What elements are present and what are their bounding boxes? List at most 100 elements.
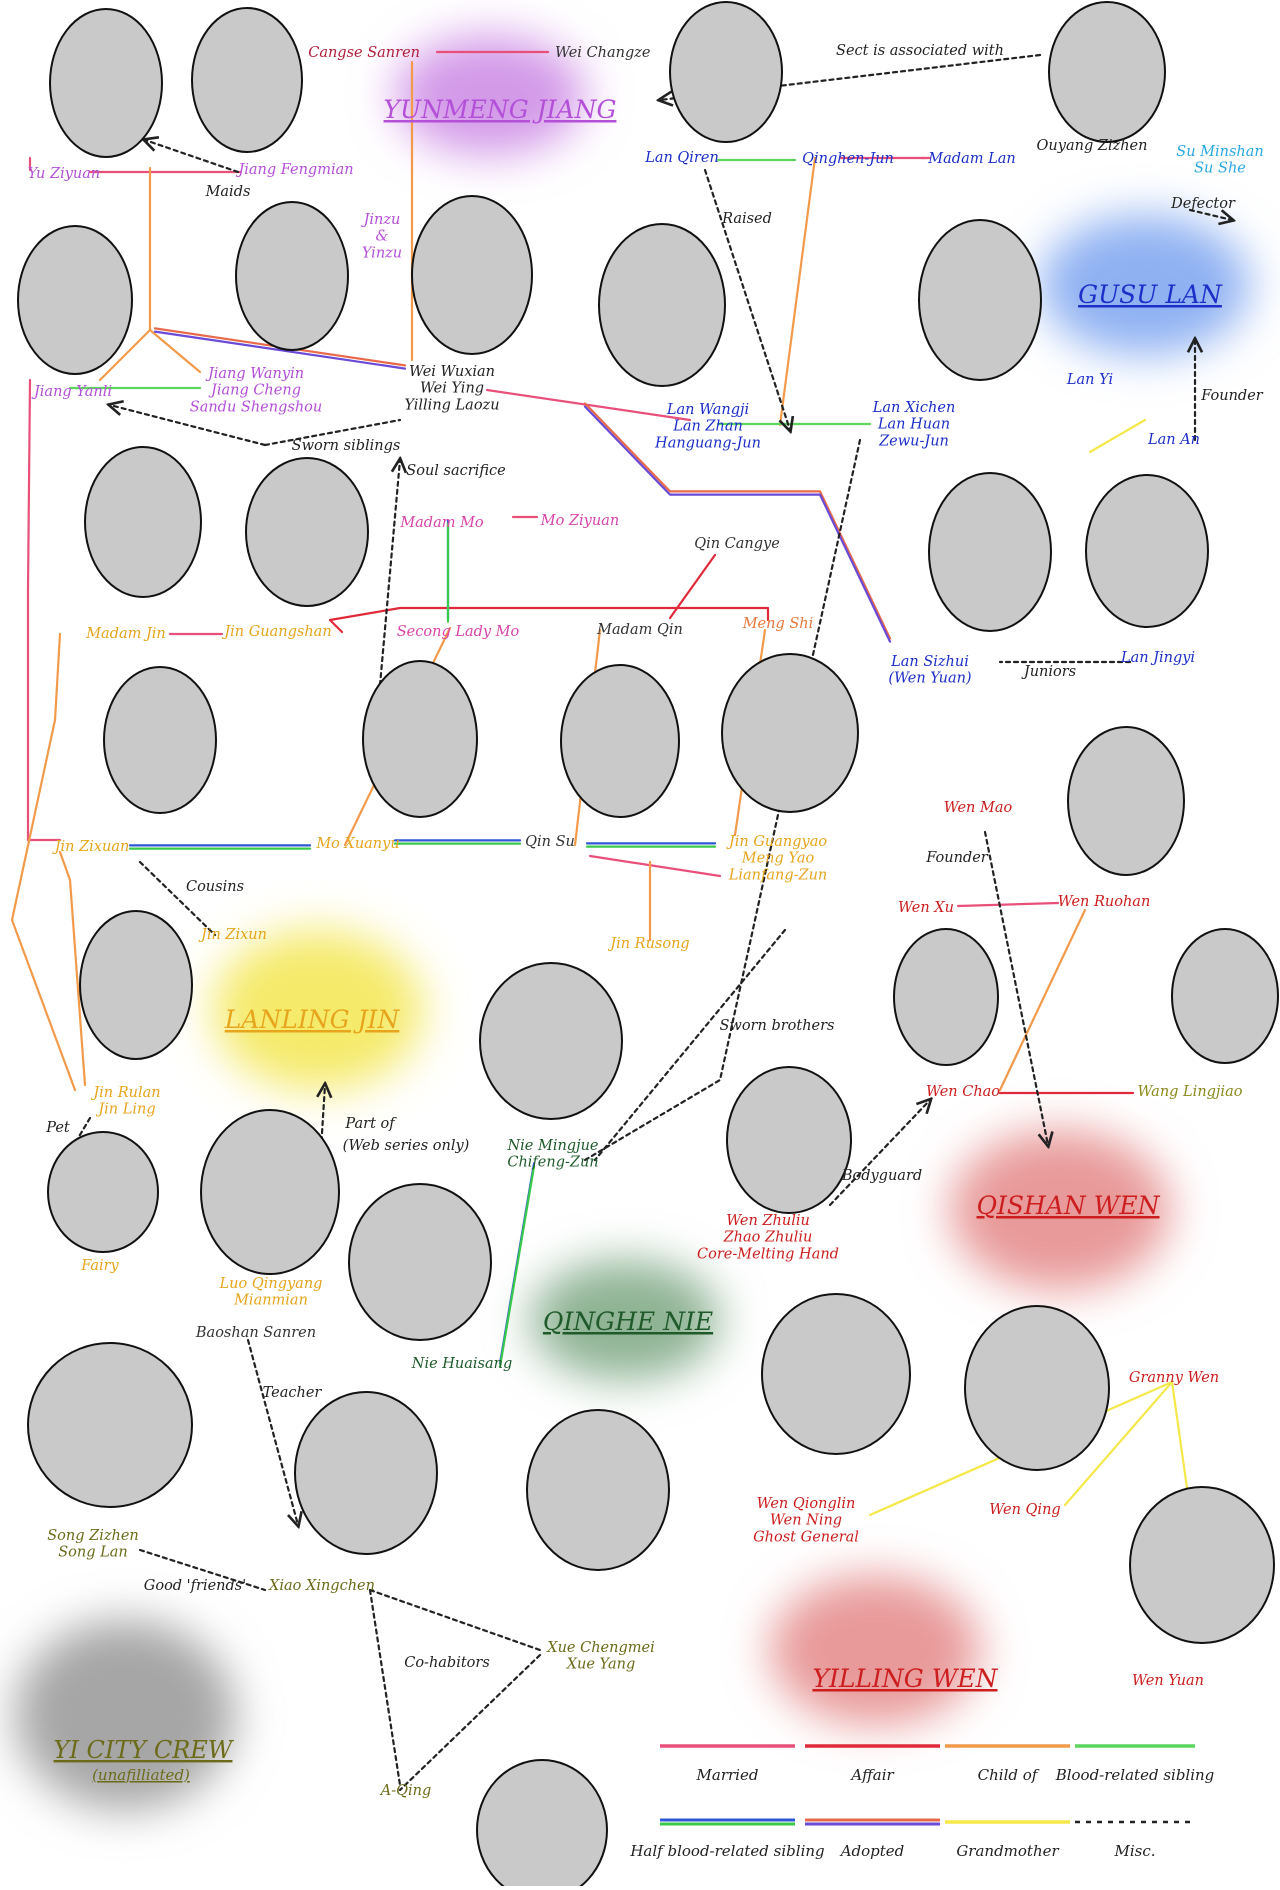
cloud-lanling-jin <box>213 930 423 1090</box>
edge-madamlan-sons <box>778 156 817 427</box>
label-lanjingyi: Lan Jingyi <box>1120 650 1195 666</box>
portrait-jiang-fengmian <box>191 7 303 153</box>
edge-granny-wenyuan <box>1170 1380 1190 1497</box>
edge-soul-sacrifice <box>378 460 400 687</box>
edge-wei-lanwangji <box>485 388 692 422</box>
label-moxuanyu: Mo Xuanyu <box>315 836 399 852</box>
edge-jinzixuan-jinling <box>58 850 87 1087</box>
label-jinzu: Jinzu&Yinzu <box>361 212 403 261</box>
portrait-song-lan <box>27 1342 193 1508</box>
legend-label: Affair <box>849 1766 894 1784</box>
portrait-jiang-cheng <box>235 201 349 351</box>
sect-title-yiling: YILLING WEN <box>812 1664 998 1693</box>
portrait-wen-zhuliu <box>726 1066 852 1214</box>
portrait-jin-zixuan <box>103 666 217 814</box>
portrait-mo-xuanyu <box>362 660 478 818</box>
edge-defector <box>1188 208 1232 220</box>
label-xiaoxingchen: Xiao Xingchen <box>268 1578 375 1594</box>
annotation-soul-sacrifice: Soul sacrifice <box>406 463 505 479</box>
sect-title-qishan: QISHAN WEN <box>977 1191 1161 1220</box>
label-wenqing: Wen Qing <box>989 1502 1060 1518</box>
legend-label: Half blood-related sibling <box>629 1842 824 1860</box>
label-qinsu: Qin Su <box>525 834 575 850</box>
label-weichangze: Wei Changze <box>555 45 650 61</box>
label-madamjin: Madam Jin <box>85 626 166 642</box>
label-wenchao: Wen Chao <box>926 1084 1000 1100</box>
portrait-wei-changze <box>669 1 783 143</box>
label-jinrusong: Jin Rusong <box>607 936 689 952</box>
label-baoshan: Baoshan Sanren <box>195 1325 316 1341</box>
annotation-bodyguard: Bodyguard <box>841 1168 922 1184</box>
cloud-yi-city <box>15 1620 235 1810</box>
annotation-teacher: Teacher <box>263 1385 323 1401</box>
label-ouyang: Ouyang Zizhen <box>1037 138 1148 154</box>
edge-jinguangshan-affairs <box>328 606 770 622</box>
label-jinzixuan: Jin Zixuan <box>52 839 130 855</box>
edge-maids <box>145 140 240 174</box>
label-mengshi: Meng Shi <box>742 616 814 632</box>
portrait-wen-ning <box>761 1293 911 1455</box>
annotation-part-of-1: Part of <box>344 1116 397 1132</box>
label-wenmao: Wen Mao <box>944 800 1013 816</box>
label-fairy: Fairy <box>80 1258 119 1274</box>
portrait-lan-wangji <box>598 223 726 387</box>
annotation-juniors: Juniors <box>1021 664 1076 680</box>
annotation-cousins: Cousins <box>186 879 244 895</box>
cloud-gusu-lan <box>1040 215 1250 355</box>
portrait-wang-lingjiao <box>1171 928 1279 1064</box>
edge-raised <box>703 168 790 430</box>
edge-wenruohan-wenchao <box>998 908 1087 1092</box>
legend-label: Grandmother <box>956 1842 1059 1860</box>
edge-qinsu-jinguangyao <box>588 854 722 878</box>
cloud-yunmeng-jiang <box>395 35 585 155</box>
portraits <box>17 1 1279 1890</box>
edge-sworn-2 <box>110 405 267 447</box>
annotation-cohabitors: Co-habitors <box>404 1655 490 1671</box>
edge-bodyguard <box>828 1100 930 1207</box>
sect-title-jiang: YUNMENG JIANG <box>384 95 617 124</box>
edge-child-yanli <box>98 328 152 382</box>
label-wenyuan: Wen Yuan <box>1132 1673 1204 1689</box>
edge-sworn-brothers-2 <box>593 928 787 1162</box>
sect-title-jin: LANLING JIN <box>224 1005 401 1034</box>
edge-jiangyanli-down <box>26 378 32 592</box>
label-lanyi: Lan Yi <box>1066 372 1113 388</box>
portrait-xue-yang <box>526 1409 670 1571</box>
edge-jinguangshan-secondlady <box>328 618 344 634</box>
legend-label: Child of <box>978 1766 1040 1784</box>
label-qinghenjun: Qinghen-Jun <box>802 151 894 167</box>
annotation-raised: Raised <box>721 211 772 227</box>
label-lansizhui: Lan Sizhui(Wen Yuan) <box>888 654 971 687</box>
portrait-lan-xichen <box>918 219 1042 381</box>
portrait-luo-qingyang <box>200 1109 340 1275</box>
label-grannywen: Granny Wen <box>1129 1370 1219 1386</box>
annotation-part-of-2: (Web series only) <box>343 1138 470 1154</box>
legend-item-5: Adopted <box>805 1818 940 1860</box>
label-madamlan: Madam Lan <box>927 151 1015 167</box>
edge-sworn-1 <box>263 418 402 447</box>
legend-item-7: Misc. <box>1075 1820 1195 1860</box>
label-aqing: A-Qing <box>379 1783 432 1799</box>
label-cangse: Cangse Sanren <box>308 45 420 61</box>
legend-label: Blood-related sibling <box>1055 1766 1215 1784</box>
portrait-madam-jin <box>84 446 202 598</box>
edge-founder-wen <box>983 830 1048 1145</box>
portrait-jin-guangyao <box>721 653 859 813</box>
edge-cohab-3 <box>398 1653 542 1792</box>
edge-granny-wenqing <box>1063 1380 1174 1507</box>
portrait-qin-su <box>560 664 680 818</box>
edge-adopted-lansizhui-a <box>583 402 892 640</box>
portrait-wen-yuan <box>1129 1486 1275 1644</box>
label-wanglingjiao: Wang Lingjiao <box>1138 1084 1243 1100</box>
